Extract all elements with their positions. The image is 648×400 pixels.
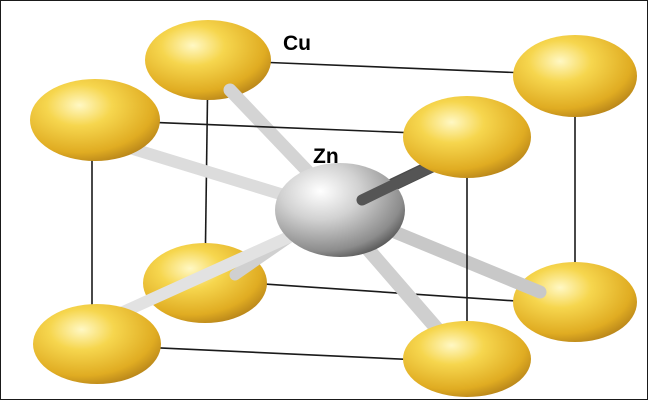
copper-atoms-front bbox=[30, 79, 531, 397]
zinc-atom bbox=[275, 163, 405, 257]
copper-atom-front-top-right bbox=[403, 96, 531, 178]
bond-front-top-left bbox=[124, 142, 306, 206]
zinc-label: Zn bbox=[313, 145, 339, 168]
copper-atom-front-bottom-left bbox=[33, 304, 161, 384]
bonds bbox=[104, 83, 547, 345]
copper-atom-front-top-left bbox=[30, 79, 160, 161]
bond-back-bottom-right bbox=[378, 221, 547, 299]
copper-atom-back-bottom-right bbox=[513, 262, 637, 342]
copper-atom-back-top-right bbox=[513, 35, 637, 117]
bond-front-bottom-left bbox=[104, 226, 306, 324]
copper-atom-back-top-left bbox=[145, 20, 271, 100]
copper-atom-front-bottom-right bbox=[403, 321, 531, 397]
bond-front-bottom-right bbox=[353, 233, 452, 345]
copper-label: Cu bbox=[283, 32, 311, 55]
